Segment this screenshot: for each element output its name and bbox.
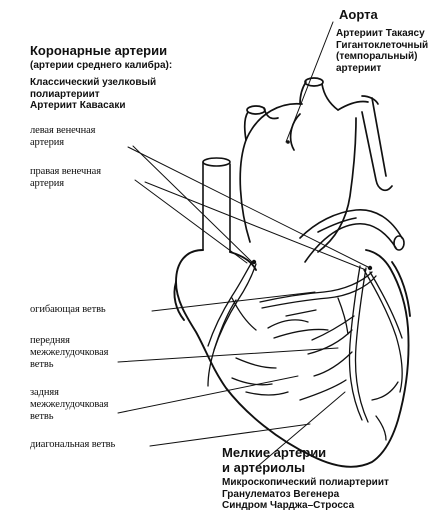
label-left-coronary-artery: левая венечная артерия xyxy=(30,125,96,149)
aortic-arch xyxy=(239,77,393,253)
label-right-coronary-artery: правая венечная артерия xyxy=(30,166,101,190)
label-circumflex-branch: огибающая ветвь xyxy=(30,304,106,315)
aorta-title: Аорта xyxy=(339,7,378,22)
leader-lines xyxy=(117,21,371,467)
aorta-disease-item: Артериит Такаясу xyxy=(336,28,425,39)
coronary-subtitle: (артерии среднего калибра): xyxy=(30,60,173,71)
aorta-disease-list: Артериит Такаясу Гигантоклеточный (темпо… xyxy=(336,28,428,74)
pulmonary-artery xyxy=(299,209,405,263)
coronary-disease-item: Классический узелковый xyxy=(30,77,157,88)
coronary-vessels xyxy=(207,261,403,441)
label-diagonal-branch: диагональная ветвь xyxy=(30,439,116,450)
coronary-disease-list: Классический узелковый полиартериит Арте… xyxy=(30,77,156,112)
coronary-disease-item: полиартериит xyxy=(30,88,100,100)
small-arteries-disease-item: Микроскопический полиартериит xyxy=(222,477,389,488)
label-anterior-interventricular-branch: передняя межжелудочковая ветвь xyxy=(30,335,109,371)
aorta-disease-item: артериит xyxy=(336,62,382,74)
small-arteries-disease-list: Микроскопический полиартериит Гранулемат… xyxy=(222,477,389,512)
small-arteries-title: Мелкие артерии и артериолы xyxy=(222,445,327,475)
vena-cava xyxy=(202,157,231,253)
label-posterior-interventricular-branch: задняя межжелудочковая ветвь xyxy=(30,387,109,423)
aorta-disease-item: (темпоральный) xyxy=(336,51,418,62)
small-arteries-disease-item: Синдром Чарджа–Стросса xyxy=(222,500,355,511)
small-arteries-disease-item: Гранулематоз Вегенера xyxy=(222,488,340,500)
coronary-title: Коронарные артерии xyxy=(30,43,168,58)
heart-outline xyxy=(173,249,411,468)
coronary-disease-item: Артериит Кавасаки xyxy=(30,100,126,111)
aorta-disease-item: Гигантоклеточный xyxy=(336,39,429,51)
